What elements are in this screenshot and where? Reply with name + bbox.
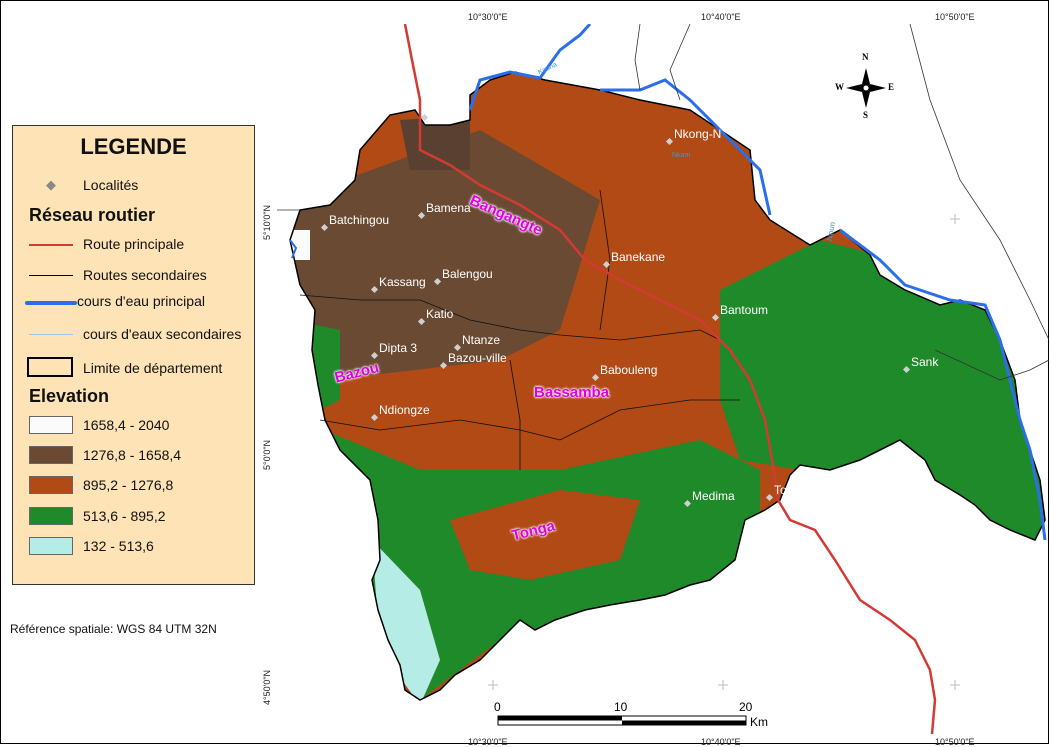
elevation-label-1: 1658,4 - 2040 xyxy=(83,417,170,433)
coord-top-2: 10°40'0"E xyxy=(701,12,741,22)
river-label-nkam: Nkam xyxy=(672,152,691,159)
compass-s: S xyxy=(863,110,869,120)
town-label: Nkong-N xyxy=(674,127,722,141)
coord-left-3: 4°50'0"N xyxy=(262,669,272,705)
elevation-swatch-1 xyxy=(29,416,73,434)
scale-unit: Km xyxy=(750,715,768,729)
compass-icon xyxy=(846,68,886,108)
town-label: Ndiongze xyxy=(379,403,430,417)
town-label: Dipta 3 xyxy=(379,341,418,355)
coord-left-1: 5°10'0"N xyxy=(262,204,272,240)
legend-limite: Limite de département xyxy=(83,360,223,376)
scale-tick-10: 10 xyxy=(614,700,628,714)
road-main-icon xyxy=(29,244,73,246)
river-main-icon xyxy=(25,301,77,305)
coord-bottom-1: 10°30'0"E xyxy=(468,737,508,747)
town-label: Balengou xyxy=(442,267,493,281)
town-label: Bamena xyxy=(426,201,471,215)
town-label: Ntanze xyxy=(462,333,501,347)
town-label: Bazou-ville xyxy=(448,351,507,365)
elevation-swatch-3 xyxy=(29,476,73,494)
legend-route-principale: Route principale xyxy=(83,236,185,252)
town-label: Batchingou xyxy=(329,213,390,227)
town-label: Sank xyxy=(911,355,939,369)
legend-routes-secondaires: Routes secondaires xyxy=(83,267,207,283)
road-secondary-icon xyxy=(29,275,73,276)
boundary-icon xyxy=(27,357,73,377)
legend-localites: Localités xyxy=(83,177,139,193)
elevation-swatch-4 xyxy=(29,507,73,525)
town-label: Bali xyxy=(429,103,450,117)
legend-panel: LEGENDE ◆ Localités Réseau routier Route… xyxy=(12,125,255,585)
scale-tick-0: 0 xyxy=(494,700,501,714)
scale-tick-20: 20 xyxy=(739,700,753,714)
spatial-reference: Référence spatiale: WGS 84 UTM 32N xyxy=(10,622,217,636)
legend-elevation-heading: Elevation xyxy=(29,386,110,406)
scale-bar xyxy=(497,715,747,726)
town-label: Katio xyxy=(426,307,454,321)
compass-e: E xyxy=(888,82,895,92)
elevation-swatch-2 xyxy=(29,446,73,464)
legend-title: LEGENDE xyxy=(80,134,187,159)
elevation-label-3: 895,2 - 1276,8 xyxy=(83,477,174,493)
river-secondary-icon xyxy=(29,334,73,335)
map-canvas xyxy=(277,24,1049,734)
compass-n: N xyxy=(862,52,869,62)
town-label: Bantoum xyxy=(720,303,769,317)
legend-cours-secondaires: cours d'eaux secondaires xyxy=(83,326,242,342)
elevation-label-4: 513,6 - 895,2 xyxy=(83,508,166,524)
coord-bottom-3: 10°50'0"E xyxy=(935,737,975,747)
town-label: Kassang xyxy=(379,275,426,289)
elevation-swatch-5 xyxy=(29,537,73,555)
town-label: Tonga xyxy=(774,483,807,497)
elevation-label-2: 1276,8 - 1658,4 xyxy=(83,447,182,463)
town-label: Medima xyxy=(692,489,735,503)
dept-label-bassamba: Bassamba xyxy=(534,384,610,401)
compass-w: W xyxy=(835,82,844,92)
coord-top-3: 10°50'0"E xyxy=(935,12,975,22)
coord-left-2: 5°0'0"N xyxy=(262,439,272,470)
coord-top-1: 10°30'0"E xyxy=(468,12,508,22)
elevation-label-5: 132 - 513,6 xyxy=(83,538,154,554)
town-label: Babouleng xyxy=(600,363,658,377)
locality-point-icon: ◆ xyxy=(46,177,56,192)
legend-reseau-heading: Réseau routier xyxy=(29,205,156,225)
coord-bottom-2: 10°40'0"E xyxy=(701,737,741,747)
town-label: Banekane xyxy=(611,250,666,264)
legend-cours-principal: cours d'eau principal xyxy=(77,293,205,309)
